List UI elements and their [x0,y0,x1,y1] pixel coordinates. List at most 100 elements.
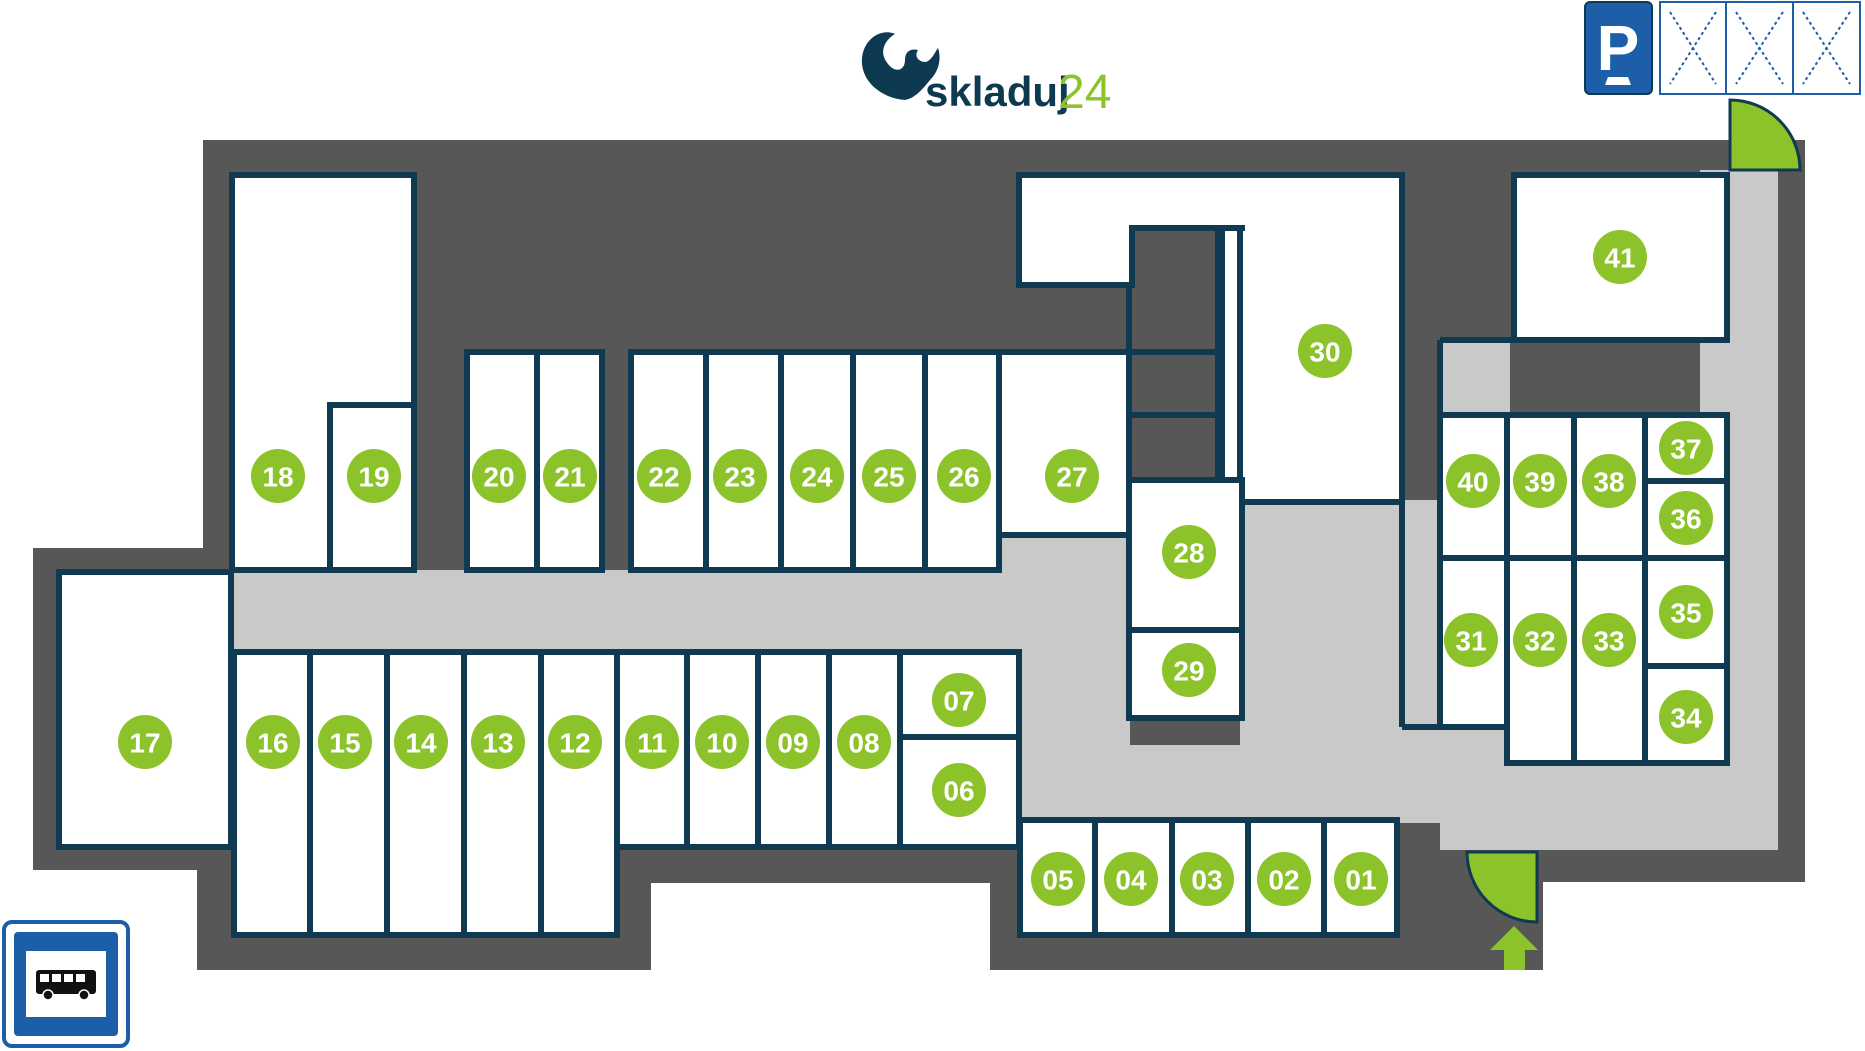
unit-number-label: 05 [1042,865,1073,896]
unit-number-label: 24 [801,462,833,493]
unit-badge-07: 07 [932,673,986,727]
unit-badge-circle [118,715,172,769]
unit-number-label: 17 [129,728,160,759]
car-icon [1605,77,1631,85]
unit-badge-circle [1513,613,1567,667]
unit-badge-circle [932,673,986,727]
unit-badge-circle [1162,525,1216,579]
unit-number-label: 01 [1345,865,1376,896]
unit-badge-15: 15 [318,715,372,769]
unit-badge-05: 05 [1031,852,1085,906]
bus-stop-sign [2,920,130,1048]
logo-number-text: 24 [1058,66,1111,119]
unit-badge-32: 32 [1513,613,1567,667]
unit-badge-09: 09 [766,715,820,769]
unit-number-label: 07 [943,686,974,717]
unit-badge-circle [713,449,767,503]
unit-number-label: 40 [1457,467,1488,498]
unit-badge-circle [937,449,991,503]
unit-badge-circle [543,449,597,503]
unit-badge-40: 40 [1446,454,1500,508]
unit-badge-circle [1659,491,1713,545]
unit-number-label: 06 [943,776,974,807]
unit-number-label: 21 [554,462,585,493]
bottom-door-icon [1465,850,1539,924]
unit-badge-circle [1045,449,1099,503]
unit-badge-27: 27 [1045,449,1099,503]
unit-badge-circle [471,715,525,769]
unit-number-label: 19 [358,462,389,493]
unit-badge-11: 11 [625,715,679,769]
unit-badge-31: 31 [1444,613,1498,667]
unit-badge-circle [1104,852,1158,906]
unit-badge-circle [1257,852,1311,906]
unit-badge-circle [246,715,300,769]
unit-number-label: 04 [1115,865,1147,896]
unit-number-label: 37 [1670,434,1701,465]
unit-number-label: 02 [1268,865,1299,896]
unit-badge-24: 24 [790,449,844,503]
unit-number-label: 18 [262,462,293,493]
unit-badge-16: 16 [246,715,300,769]
unit-badge-circle [1444,613,1498,667]
unit-number-label: 09 [777,728,808,759]
unit-badge-35: 35 [1659,585,1713,639]
squirrel-icon [861,32,940,100]
unit-badge-26: 26 [937,449,991,503]
unit-14-room [384,649,467,938]
unit-badge-circle [1582,613,1636,667]
unit-number-label: 27 [1056,462,1087,493]
unit-badge-29: 29 [1162,643,1216,697]
unit-badge-36: 36 [1659,491,1713,545]
unit-number-label: 34 [1670,703,1702,734]
unit-number-label: 33 [1593,626,1624,657]
unit-badge-circle [318,715,372,769]
unit-number-label: 12 [559,728,590,759]
unit-badge-circle [932,763,986,817]
entry-arrow-up-icon [1490,926,1538,970]
unit-badge-circle [766,715,820,769]
unit-number-label: 31 [1455,626,1486,657]
unit-badge-13: 13 [471,715,525,769]
logo-name-text: skladuj [925,68,1070,115]
unit-badge-02: 02 [1257,852,1311,906]
unit-number-label: 03 [1191,865,1222,896]
unit-badge-circle [1582,454,1636,508]
unit-number-label: 15 [329,728,360,759]
unit-badge-20: 20 [472,449,526,503]
unit-badge-17: 17 [118,715,172,769]
unit-15-room [307,649,390,938]
unit-16-room [231,649,313,938]
unit-badge-circle [1031,852,1085,906]
unit-badge-circle [1513,454,1567,508]
unit-badge-circle [790,449,844,503]
unit-badge-12: 12 [548,715,602,769]
parking-spaces [1659,1,1861,95]
unit-badge-circle [862,449,916,503]
unit-badge-06: 06 [932,763,986,817]
unit-badge-18: 18 [251,449,305,503]
unit-number-label: 36 [1670,504,1701,535]
unit-badge-circle [1659,690,1713,744]
unit-number-label: 29 [1173,656,1204,687]
unit-number-label: 25 [873,462,904,493]
unit-number-label: 10 [706,728,737,759]
unit-badge-circle [837,715,891,769]
unit-badge-10: 10 [695,715,749,769]
unit-badge-circle [1593,230,1647,284]
unit-badge-circle [347,449,401,503]
unit-badge-circle [1334,852,1388,906]
unit-number-label: 39 [1524,467,1555,498]
skladuj24-logo: skladuj 24 [861,32,1111,119]
unit-12-room [538,649,620,938]
unit-badge-circle [1180,852,1234,906]
unit-badge-33: 33 [1582,613,1636,667]
unit-badge-34: 34 [1659,690,1713,744]
unit-number-label: 14 [405,728,437,759]
unit-badge-circle [625,715,679,769]
unit-badge-39: 39 [1513,454,1567,508]
unit-badge-circle [637,449,691,503]
unit-27-room [996,349,1132,538]
